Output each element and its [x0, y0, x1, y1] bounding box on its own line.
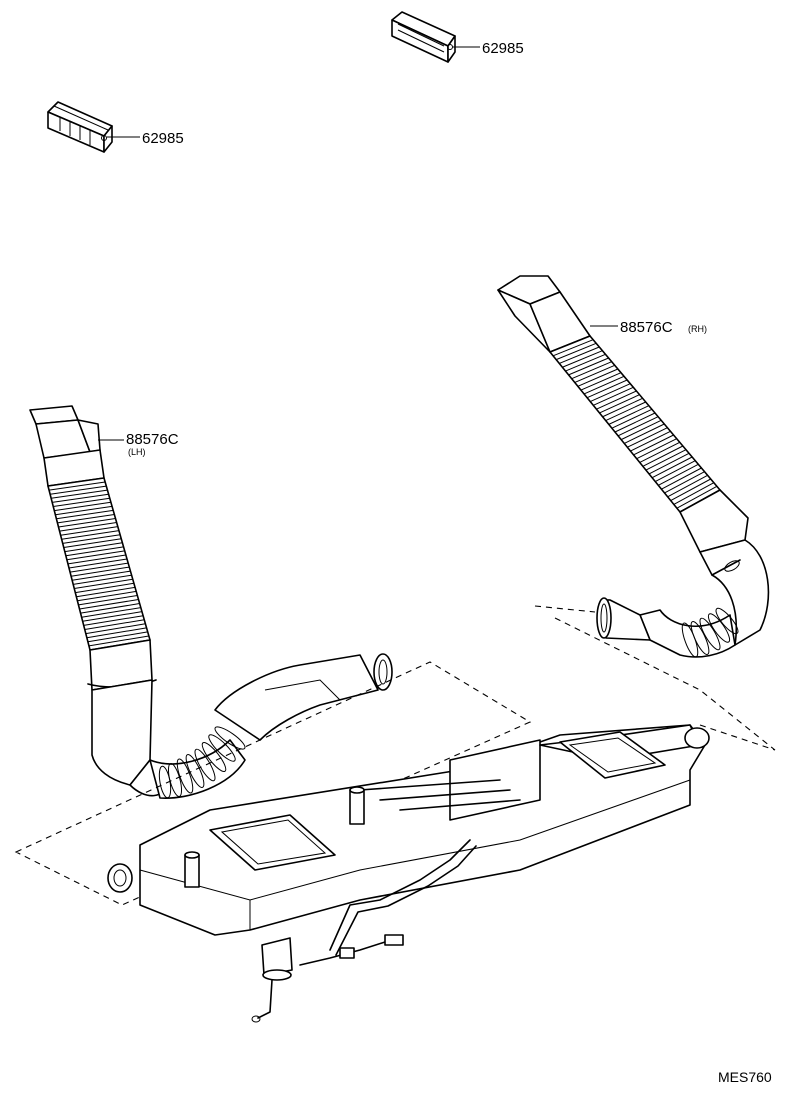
register-top — [391, 11, 480, 63]
label-duct-rh: 88576C — [620, 319, 673, 336]
duct-rh — [497, 275, 770, 658]
figure-code: MES760 — [718, 1069, 772, 1085]
label-duct-rh-side: (RH) — [688, 324, 707, 334]
duct-lh — [29, 405, 393, 799]
rear-heater-unit — [107, 724, 710, 1023]
label-duct-lh-side: (LH) — [128, 447, 146, 457]
callout-labels: 62985 62985 88576C (RH) 88576C (LH) MES7… — [126, 40, 772, 1085]
label-register-top: 62985 — [482, 40, 524, 57]
mounting-planes — [14, 605, 776, 906]
label-duct-lh: 88576C — [126, 431, 179, 448]
register-left — [47, 101, 140, 153]
label-register-left: 62985 — [142, 130, 184, 147]
